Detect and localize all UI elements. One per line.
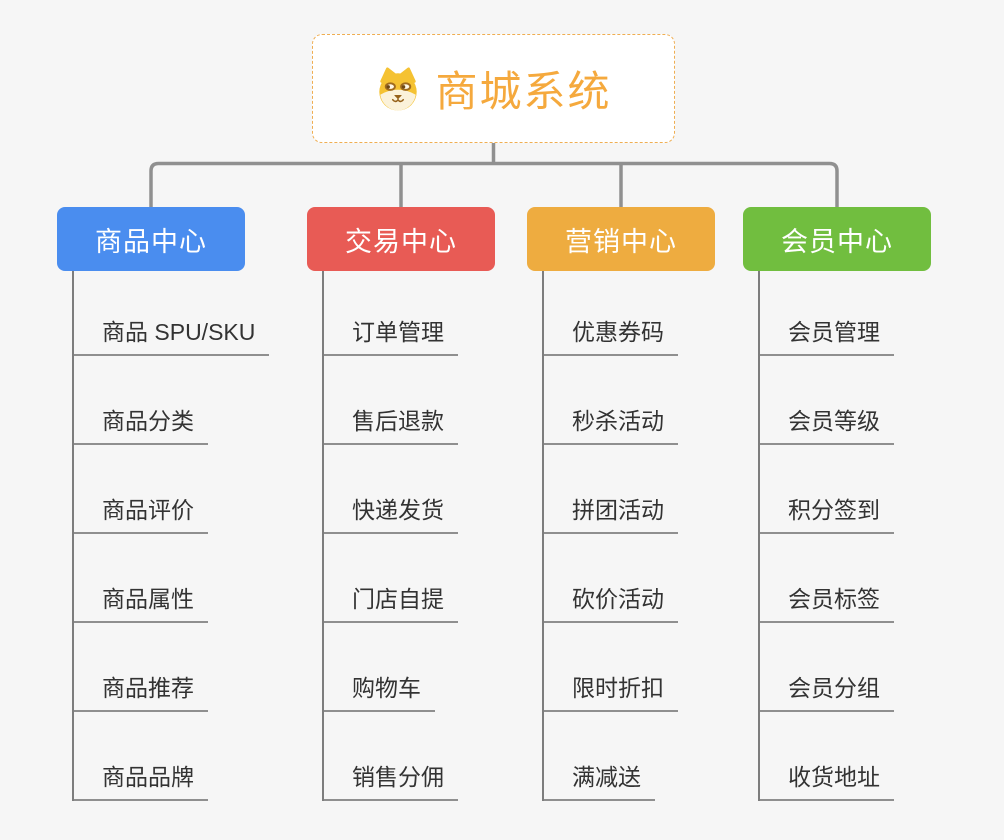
leaf-item[interactable]: 限时折扣	[544, 669, 678, 712]
leaf-item[interactable]: 销售分佣	[324, 758, 458, 801]
leaf-item[interactable]: 会员分组	[760, 669, 894, 712]
leaf-item[interactable]: 商品品牌	[74, 758, 208, 801]
shiba-dog-icon	[379, 66, 418, 111]
leaf-item[interactable]: 商品 SPU/SKU	[74, 313, 270, 356]
leaf-item[interactable]: 秒杀活动	[544, 402, 678, 445]
leaf-item[interactable]: 商品评价	[74, 491, 208, 534]
branch-label: 交易中心	[345, 226, 457, 257]
leaf-item[interactable]: 门店自提	[324, 580, 458, 623]
leaf-item[interactable]: 快递发货	[324, 491, 458, 534]
root-label: 商城系统	[435, 68, 612, 115]
branch-node-3[interactable]: 营销中心	[527, 207, 715, 271]
leaf-item[interactable]: 会员等级	[760, 402, 894, 445]
branch-node-2[interactable]: 交易中心	[307, 207, 495, 271]
branch-children-1: 商品 SPU/SKU 商品分类商品评价商品属性商品推荐商品品牌	[72, 271, 294, 801]
leaf-item[interactable]: 优惠券码	[544, 313, 678, 356]
leaf-item[interactable]: 满减送	[544, 758, 655, 801]
leaf-item[interactable]: 收货地址	[760, 758, 894, 801]
leaf-item[interactable]: 购物车	[324, 669, 435, 712]
branch-children-4: 会员管理会员等级积分签到会员标签会员分组收货地址	[758, 271, 980, 801]
branch-node-4[interactable]: 会员中心	[743, 207, 931, 271]
branch-node-1[interactable]: 商品中心	[57, 207, 245, 271]
leaf-item[interactable]: 订单管理	[324, 313, 458, 356]
leaf-item[interactable]: 砍价活动	[544, 580, 678, 623]
leaf-item[interactable]: 商品属性	[74, 580, 208, 623]
branch-label: 营销中心	[565, 226, 677, 257]
branch-bracket-line	[149, 161, 839, 207]
branch-children-3: 优惠券码秒杀活动拼团活动砍价活动限时折扣满减送	[542, 271, 764, 801]
branch-label: 会员中心	[781, 226, 893, 257]
leaf-item[interactable]: 积分签到	[760, 491, 894, 534]
leaf-item[interactable]: 拼团活动	[544, 491, 678, 534]
branch-label: 商品中心	[95, 226, 207, 257]
root-node[interactable]: 商城系统	[312, 34, 675, 143]
leaf-item[interactable]: 商品推荐	[74, 669, 208, 712]
leaf-item[interactable]: 会员管理	[760, 313, 894, 356]
leaf-item[interactable]: 售后退款	[324, 402, 458, 445]
leaf-item[interactable]: 商品分类	[74, 402, 208, 445]
leaf-item[interactable]: 会员标签	[760, 580, 894, 623]
branch-children-2: 订单管理售后退款快递发货门店自提购物车销售分佣	[322, 271, 544, 801]
